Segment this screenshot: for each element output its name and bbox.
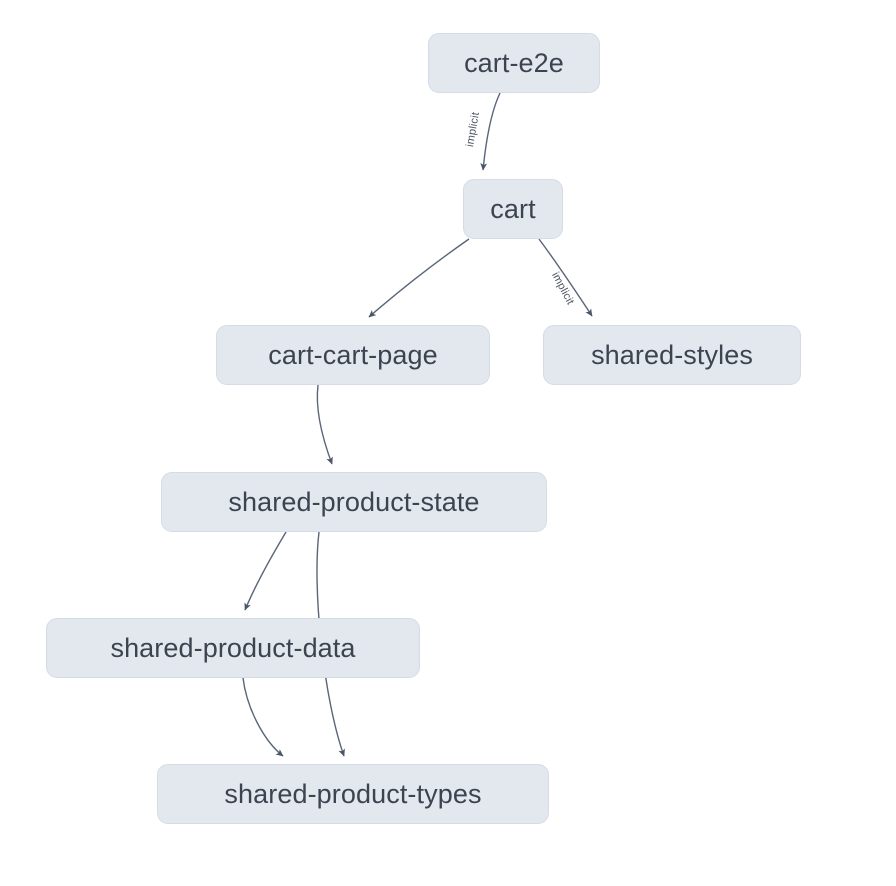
graph-node-label: cart bbox=[490, 193, 536, 224]
graph-node-shared-product-types[interactable]: shared-product-types bbox=[157, 764, 549, 824]
graph-node-shared-product-data[interactable]: shared-product-data bbox=[46, 618, 420, 678]
edge-label-cart-e2e-to-cart: implicit bbox=[464, 111, 482, 148]
graph-edge-cart-cart-page-to-shared-product-state bbox=[316, 384, 333, 465]
graph-edge-cart-e2e-to-cart bbox=[480, 92, 501, 171]
graph-node-label: shared-product-state bbox=[228, 486, 480, 517]
graph-node-cart[interactable]: cart bbox=[463, 179, 563, 239]
graph-node-cart-cart-page[interactable]: cart-cart-page bbox=[216, 325, 490, 385]
graph-node-label: shared-styles bbox=[591, 339, 753, 370]
graph-node-label: cart-cart-page bbox=[268, 339, 438, 370]
graph-node-shared-styles[interactable]: shared-styles bbox=[543, 325, 801, 385]
edge-label-cart-to-shared-styles: implicit bbox=[549, 270, 576, 307]
graph-edge-cart-to-shared-styles bbox=[538, 238, 593, 317]
graph-edge-shared-product-state-to-shared-product-data bbox=[244, 531, 287, 611]
graph-node-label: cart-e2e bbox=[464, 47, 564, 78]
graph-node-shared-product-state[interactable]: shared-product-state bbox=[161, 472, 547, 532]
graph-edge-shared-product-data-to-shared-product-types bbox=[242, 677, 284, 757]
graph-node-label: shared-product-types bbox=[224, 778, 482, 809]
graph-edge-cart-to-cart-cart-page bbox=[368, 238, 470, 318]
graph-node-label: shared-product-data bbox=[110, 632, 356, 663]
graph-node-cart-e2e[interactable]: cart-e2e bbox=[428, 33, 600, 93]
